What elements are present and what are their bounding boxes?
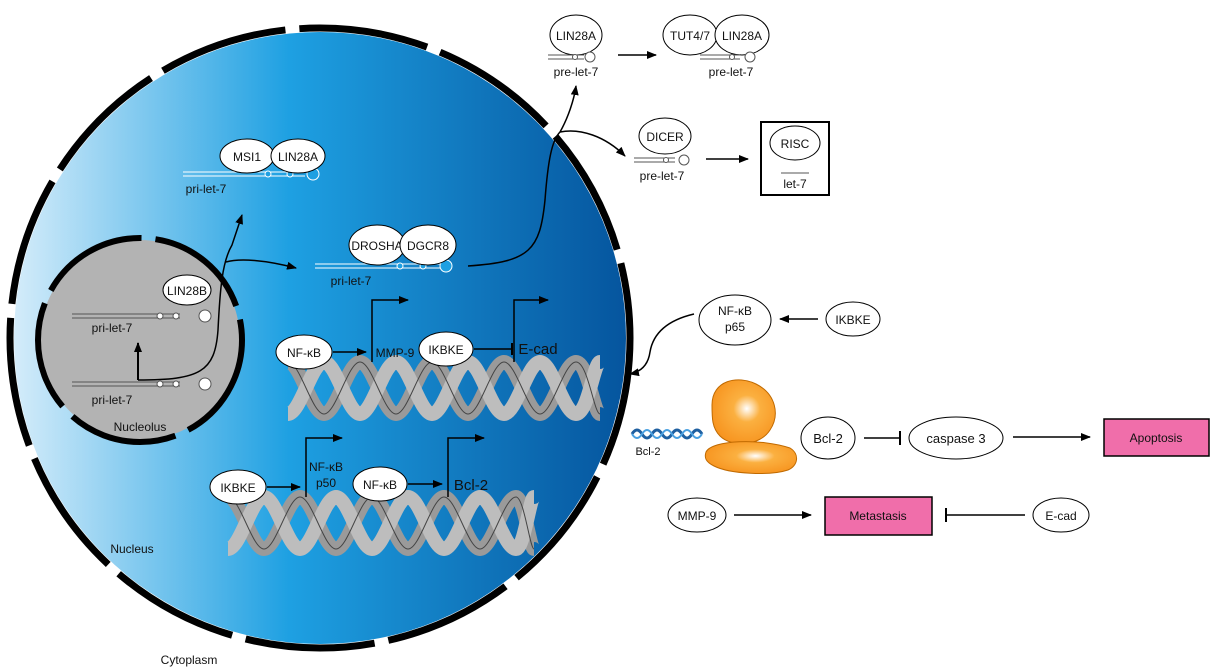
lin28a-nuclear-protein (270, 138, 326, 174)
mmp9-protein (667, 497, 727, 533)
bcl2-protein (800, 416, 856, 460)
apoptosis-label: Apoptosis (1130, 431, 1183, 445)
to-drosha-arrow (225, 259, 297, 270)
cytoplasm-label: Cytoplasm (161, 653, 218, 667)
mmp9-protein-label: MMP-9 (678, 509, 717, 523)
lin28a-tut-protein (714, 14, 770, 56)
pri-let7-transcript-upper (72, 309, 212, 323)
nfkb-p50-label-line2: p50 (316, 476, 336, 490)
metastasis-label: Metastasis (849, 509, 906, 523)
nfkb-dna1-label: NF-κB (287, 346, 321, 360)
risc-label: RISC (781, 137, 810, 151)
pri-let7-upper-label: pri-let-7 (92, 321, 133, 335)
mmp9-transcription-arrow (371, 296, 409, 362)
lin28a-tut-label: LIN28A (722, 29, 762, 43)
dna-helix-upper (285, 354, 607, 422)
nfkb-dna2-label: NF-κB (363, 478, 397, 492)
ikbke-cyto-protein (825, 301, 881, 337)
dicer-protein (638, 117, 692, 155)
dgcr8-protein (399, 224, 457, 266)
nfkb-dna2-protein (352, 466, 408, 502)
nucleolar-envelope (35, 235, 245, 445)
lin28b-protein (162, 274, 212, 306)
bcl2-mrna-label: Bcl-2 (635, 446, 660, 458)
nfkb-p65-label-line2: p65 (725, 320, 745, 334)
caspase3-label: caspase 3 (926, 431, 985, 446)
nuclear-envelope (6, 24, 634, 652)
ikbke-dna2-protein (209, 469, 267, 505)
apoptosis-box (1103, 418, 1210, 457)
ecad-gene-label: E-cad (518, 341, 557, 358)
bcl2-protein-label: Bcl-2 (813, 431, 843, 446)
ikbke-dna1-protein (418, 331, 474, 367)
export-path (467, 131, 561, 267)
tut47-label: TUT4/7 (670, 29, 710, 43)
to-lin28a-arrow (559, 85, 579, 133)
to-dicer-arrow (559, 130, 626, 157)
bcl2-gene-label: Bcl-2 (454, 477, 488, 494)
pre-let7-dicer-hairpin (634, 154, 690, 166)
dna-helix-lower (225, 489, 541, 557)
to-msi1-arrow (137, 214, 243, 381)
dgcr8-label: DGCR8 (407, 239, 449, 253)
ecad-protein-label: E-cad (1045, 509, 1076, 523)
nucleus-label: Nucleus (110, 542, 153, 556)
pri-let7-transcript-lower (72, 377, 212, 391)
drosha-label: DROSHA (351, 239, 402, 253)
lin28a-cyto-label: LIN28A (556, 29, 596, 43)
lin28a-nuclear-label: LIN28A (278, 150, 318, 164)
lin28b-label: LIN28B (167, 284, 207, 298)
risc-protein (769, 125, 821, 161)
bcl2-transcription-arrow (447, 434, 485, 497)
pri-let7-msi1-label: pri-let-7 (186, 182, 227, 196)
pre-let7-tut-label: pre-let-7 (709, 65, 754, 79)
ecad-transcription-arrow (513, 296, 549, 362)
ecad-protein (1032, 497, 1090, 533)
mmp9-gene-label: MMP-9 (376, 346, 415, 360)
bcl2-mrna (630, 428, 704, 440)
ikbke-dna1-label: IKBKE (428, 343, 463, 357)
p50-transcription-arrow (305, 434, 343, 497)
msi1-label: MSI1 (233, 150, 261, 164)
pre-let7-tut-hairpin (700, 51, 756, 63)
ribosome (704, 379, 797, 474)
nfkb-p50-label-line1: NF-κB (309, 460, 343, 474)
pre-let7-lin28a-label: pre-let-7 (554, 65, 599, 79)
ikbke-dna2-label: IKBKE (220, 481, 255, 495)
nfkb-p65-label-line1: NF-κB (718, 304, 752, 318)
nucleolus-label: Nucleolus (114, 420, 167, 434)
pri-let7-drosha-label: pri-let-7 (331, 274, 372, 288)
pre-let7-dicer-label: pre-let-7 (640, 169, 685, 183)
caspase3-protein (908, 416, 1004, 460)
let7-mature-label: let-7 (783, 177, 807, 191)
p65-to-nucleus-arrow (629, 313, 695, 377)
pri-let7-lower-label: pri-let-7 (92, 393, 133, 407)
metastasis-box (824, 496, 933, 536)
nucleolus-body (40, 240, 240, 440)
nfkb-dna1-protein (275, 334, 333, 370)
nfkb-p65-protein (698, 294, 772, 346)
pre-let7-lin28a-hairpin (548, 51, 596, 63)
ikbke-cyto-label: IKBKE (835, 313, 870, 327)
dicer-label: DICER (646, 130, 684, 144)
